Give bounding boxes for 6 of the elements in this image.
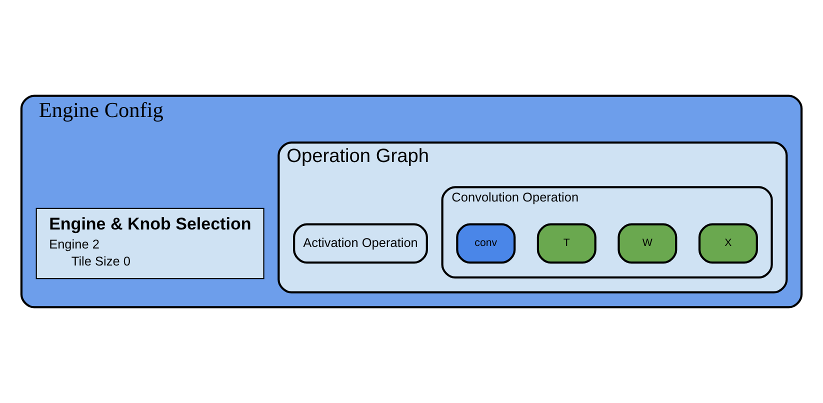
node-box: X <box>698 223 758 264</box>
node-box: Activation Operation <box>293 223 428 264</box>
node-box: W <box>618 223 678 264</box>
node-box: conv <box>456 223 516 264</box>
node-box: T <box>536 223 596 264</box>
node-box: Engine & Knob Selection Engine 2 Tile Size 0 <box>36 208 264 280</box>
